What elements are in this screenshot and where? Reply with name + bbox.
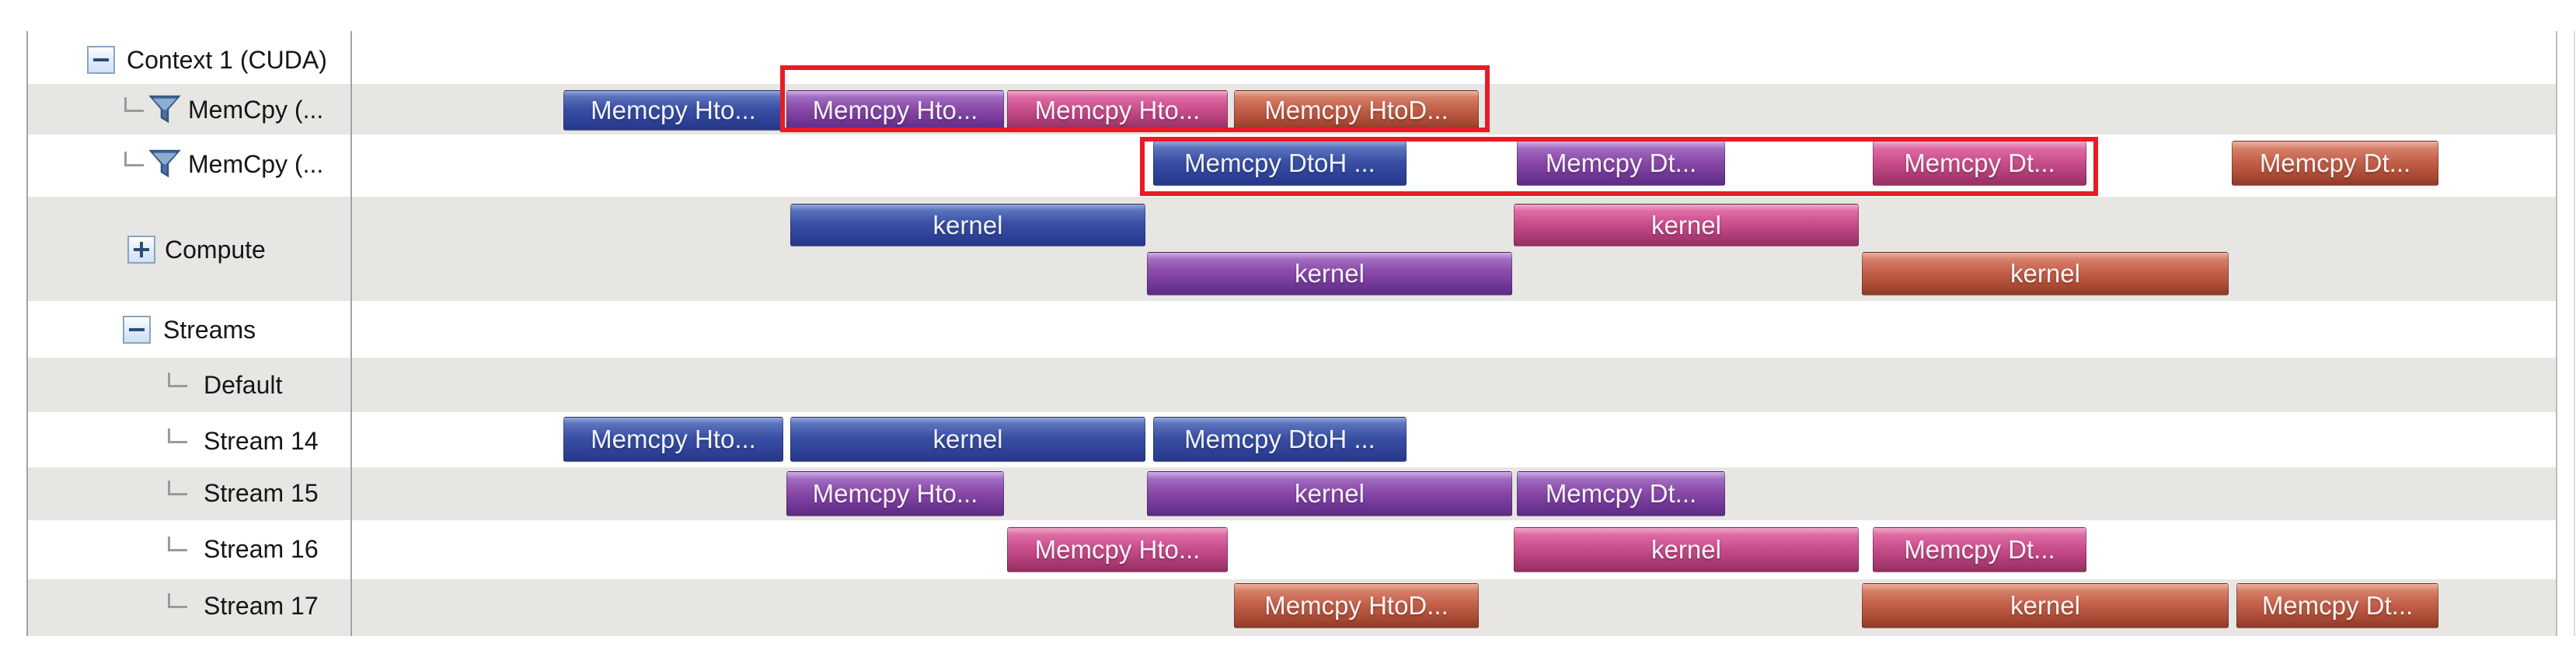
- bar-label: Memcpy Dt...: [2261, 591, 2414, 620]
- bar-label: kernel: [932, 425, 1003, 453]
- bar-label: Memcpy DtoH ...: [1184, 149, 1375, 177]
- timeline-bar-stream-17[interactable]: kernel: [1862, 583, 2229, 628]
- timeline-bar-memcpy-dtoh[interactable]: Memcpy DtoH ...: [1153, 141, 1407, 186]
- timeline-bar-compute-2[interactable]: kernel: [1147, 252, 1512, 296]
- timeline-bar-stream-14[interactable]: kernel: [790, 417, 1145, 462]
- bar-label: kernel: [2010, 591, 2080, 620]
- minus-box-icon[interactable]: [123, 316, 151, 344]
- tree-elbow-icon: [168, 428, 187, 443]
- tree-elbow-icon: [168, 372, 187, 387]
- sidebar-item-default[interactable]: Default: [204, 371, 283, 399]
- timeline-bar-stream-15[interactable]: kernel: [1147, 471, 1512, 516]
- timeline-bar-stream-14[interactable]: Memcpy DtoH ...: [1153, 417, 1407, 462]
- panel-border-2: [350, 31, 352, 636]
- timeline-bar-stream-16[interactable]: Memcpy Dt...: [1873, 527, 2086, 572]
- bar-label: Memcpy Dt...: [1904, 149, 2055, 177]
- timeline-bar-memcpy-dtoh[interactable]: Memcpy Dt...: [1873, 141, 2086, 186]
- timeline-bar-memcpy-dtoh[interactable]: Memcpy Dt...: [1517, 141, 1725, 186]
- sidebar-item-stream-17[interactable]: Stream 17: [204, 592, 319, 620]
- sidebar-item-stream-14[interactable]: Stream 14: [204, 427, 319, 455]
- bar-label: Memcpy HtoD...: [1264, 591, 1448, 620]
- bar-label: Memcpy Hto...: [591, 425, 756, 453]
- bar-label: Memcpy Dt...: [1545, 149, 1697, 177]
- row-band: [27, 358, 2556, 412]
- bar-label: kernel: [1651, 535, 1721, 564]
- tree-elbow-icon: [124, 97, 144, 112]
- bar-label: Memcpy Dt...: [1904, 535, 2055, 564]
- bar-label: Memcpy Hto...: [812, 479, 978, 508]
- panel-border-3: [2556, 31, 2557, 636]
- timeline-bar-compute-2[interactable]: kernel: [1862, 252, 2229, 296]
- filter-icon: [148, 148, 181, 179]
- timeline-bar-stream-15[interactable]: Memcpy Hto...: [786, 471, 1004, 516]
- sidebar-item-compute[interactable]: Compute: [165, 236, 266, 264]
- timeline-bar-compute-1[interactable]: kernel: [1514, 204, 1859, 247]
- timeline-bar-stream-17[interactable]: Memcpy Dt...: [2236, 583, 2438, 628]
- plus-box-icon[interactable]: [127, 236, 155, 264]
- timeline-bar-stream-16[interactable]: Memcpy Hto...: [1007, 527, 1228, 572]
- panel-border-4: [2574, 31, 2575, 636]
- timeline-bar-memcpy-dtoh[interactable]: Memcpy Dt...: [2232, 141, 2438, 186]
- sidebar-item-stream-15[interactable]: Stream 15: [204, 479, 319, 507]
- sidebar-item-memcpy-dtoh[interactable]: MemCpy (...: [188, 150, 324, 178]
- timeline-bar-memcpy-htod[interactable]: Memcpy Hto...: [563, 90, 783, 131]
- bar-label: kernel: [2010, 259, 2080, 288]
- tree-elbow-icon: [168, 481, 187, 495]
- bar-label: Memcpy Hto...: [1034, 96, 1201, 124]
- bar-label: kernel: [1295, 259, 1365, 288]
- bar-label: Memcpy DtoH ...: [1184, 425, 1375, 453]
- bar-label: Memcpy Dt...: [1545, 479, 1697, 508]
- sidebar-item-stream-16[interactable]: Stream 16: [204, 535, 319, 563]
- tree-elbow-icon: [168, 593, 187, 608]
- timeline-bar-stream-15[interactable]: Memcpy Dt...: [1517, 471, 1725, 516]
- bar-label: kernel: [932, 210, 1003, 240]
- tree-elbow-icon: [168, 537, 187, 551]
- highlight-rect-1: [780, 65, 1490, 132]
- minus-box-icon[interactable]: [87, 46, 115, 74]
- bar-label: Memcpy Hto...: [1034, 535, 1201, 564]
- panel-border-1: [26, 31, 28, 636]
- timeline-bar-compute-1[interactable]: kernel: [790, 204, 1145, 247]
- timeline-bar-memcpy-htod[interactable]: Memcpy Hto...: [1007, 90, 1228, 131]
- tree-elbow-icon: [124, 152, 144, 166]
- sidebar-item-context-1[interactable]: Context 1 (CUDA): [127, 46, 327, 74]
- timeline-bar-stream-17[interactable]: Memcpy HtoD...: [1234, 583, 1479, 628]
- bar-label: kernel: [1295, 479, 1365, 508]
- bar-label: Memcpy Dt...: [2259, 149, 2411, 177]
- bar-label: Memcpy Hto...: [812, 96, 978, 124]
- bar-label: Memcpy HtoD...: [1264, 96, 1448, 124]
- timeline-bar-stream-14[interactable]: Memcpy Hto...: [563, 417, 783, 462]
- sidebar-item-memcpy-htod[interactable]: MemCpy (...: [188, 96, 324, 124]
- bar-label: Memcpy Hto...: [591, 96, 756, 124]
- bar-label: kernel: [1651, 210, 1721, 240]
- highlight-rect-2: [1140, 137, 2098, 196]
- timeline-bar-stream-16[interactable]: kernel: [1514, 527, 1859, 572]
- filter-icon: [148, 93, 181, 124]
- timeline-bar-memcpy-htod[interactable]: Memcpy Hto...: [786, 90, 1004, 131]
- sidebar-item-streams[interactable]: Streams: [163, 316, 256, 344]
